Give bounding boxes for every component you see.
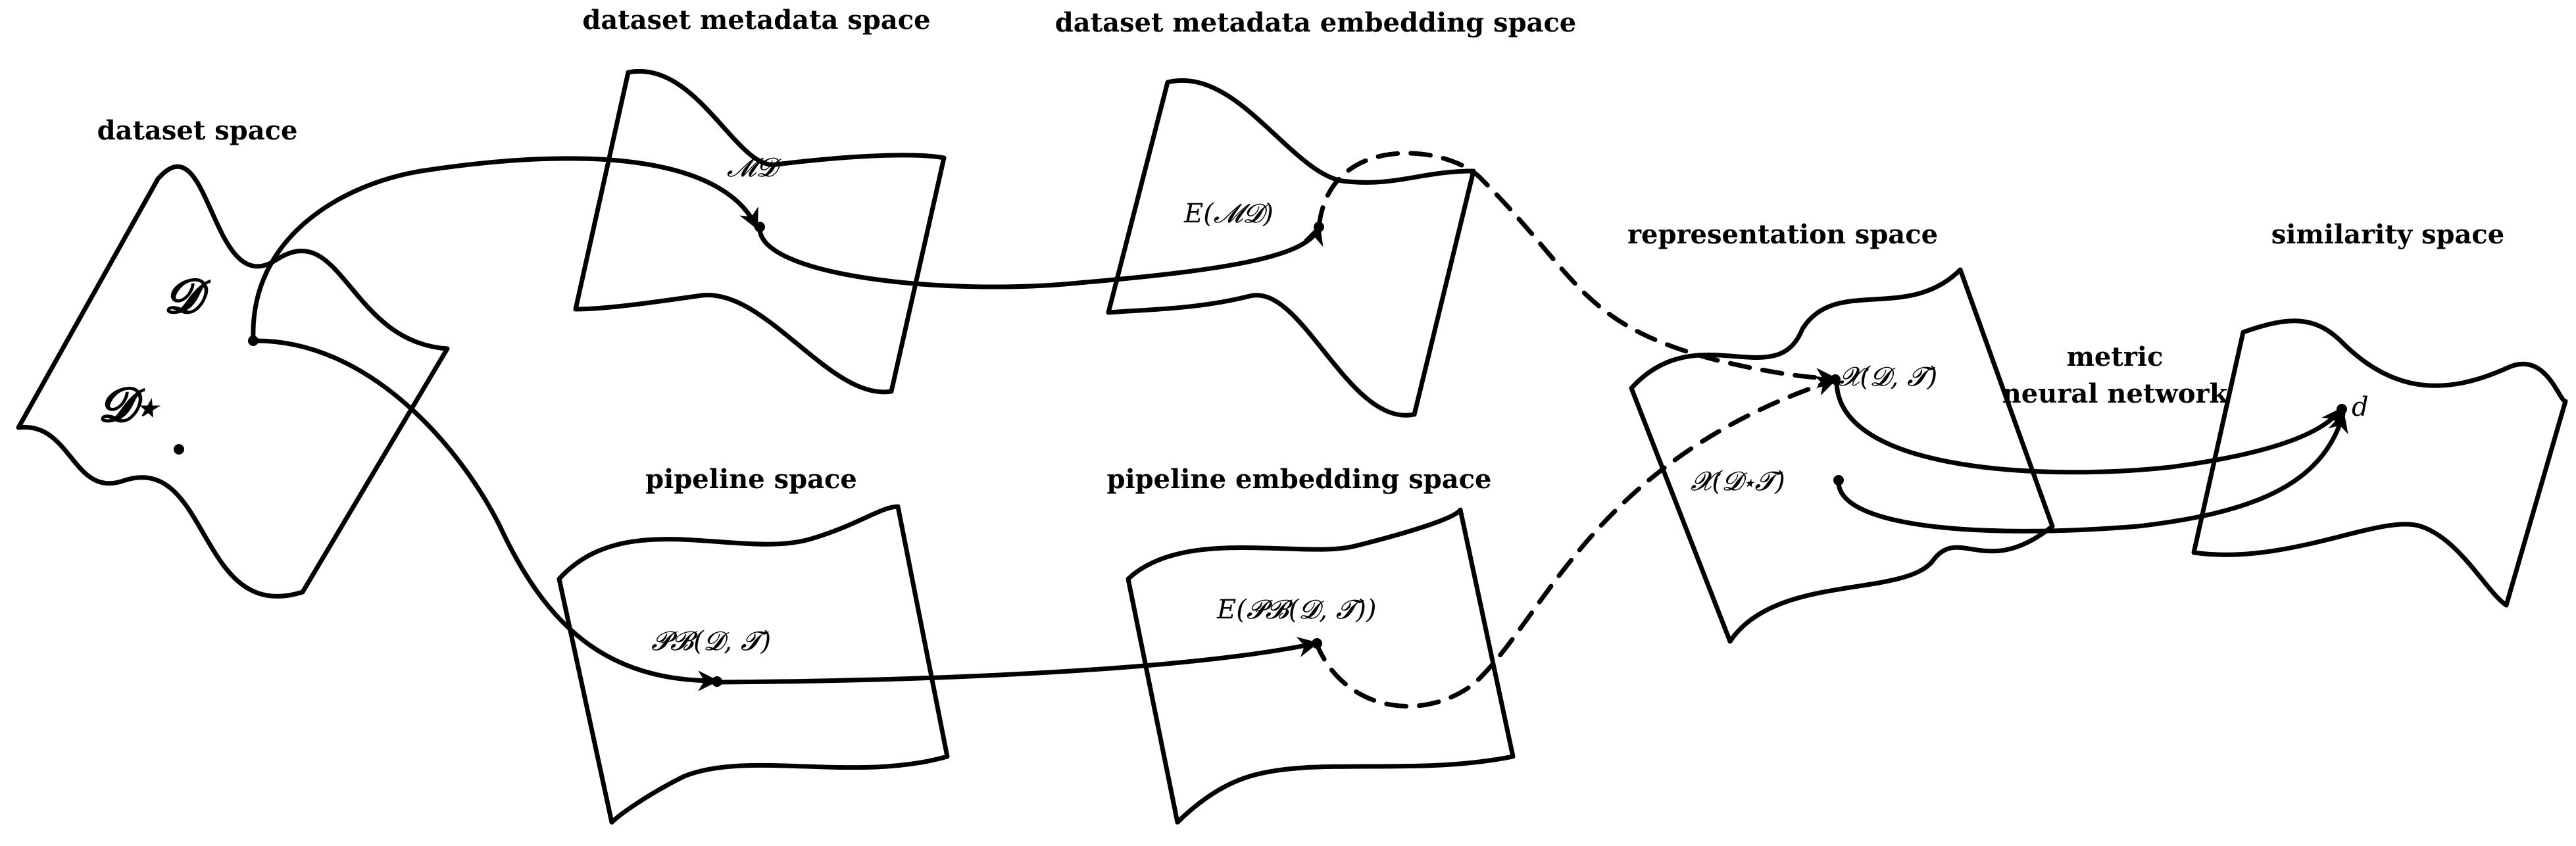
dataset-point [248,336,259,346]
representation-symbol: 𝓧(𝓓, 𝓣) [1839,362,1937,392]
pipeline-embedding-space-label: pipeline embedding space [1107,464,1492,495]
dataset-star-point [174,444,184,455]
representation-star-to-similarity-arrow [1836,411,2348,534]
dataset-to-metadata-arrow [251,156,759,341]
similarity-space-sheet [2191,318,2568,608]
metadata-embedding-space-label: dataset metadata embedding space [1055,7,1577,38]
representation-to-similarity-arrow [1834,378,2343,475]
representation-space-label: representation space [1627,219,1938,250]
dataset-space-sheet [16,164,450,599]
pipeline-symbol: 𝓟𝓑(𝓓, 𝓣) [651,626,771,657]
representation-star-symbol: 𝓧(𝓓⋆𝓣) [1691,466,1785,497]
pipeline-space-label: pipeline space [645,464,857,495]
similarity-point [2337,404,2347,414]
metadata-to-embedding-arrow [757,224,1324,289]
representation-point [1830,374,1841,385]
pipeline-embedding-to-representation-arrow [1313,376,1837,709]
representation-space-sheet [1629,267,2055,644]
dataset-star-symbol: 𝓓⋆ [99,376,161,432]
pipeline-space-sheet [557,504,950,825]
neural-network-label: neural network [2002,378,2229,409]
similarity-space-label: similarity space [2271,219,2504,250]
metadata-embedding-point [1314,222,1324,232]
pipeline-embedding-point [1312,638,1322,649]
pipeline-to-embedding-arrow [714,637,1319,685]
similarity-symbol: d [2352,392,2369,422]
representation-star-point [1833,475,1844,485]
dataset-to-pipeline-arrow [251,338,719,691]
metadata-space-label: dataset metadata space [582,5,930,36]
dataset-space-label: dataset space [97,115,298,146]
metadata-embedding-symbol: E(𝓜𝓓) [1183,199,1274,229]
metadata-embedding-to-representation-arrow [1316,151,1837,389]
pipeline-embedding-symbol: E(𝓟𝓑(𝓓, 𝓣)) [1216,595,1377,625]
metadata-point [755,222,765,232]
pipeline-embedding-space-sheet [1126,507,1516,825]
pipeline-point [712,676,722,687]
metadata-symbol: 𝓜𝓓 [727,153,782,183]
metric-label: metric [2067,341,2164,372]
